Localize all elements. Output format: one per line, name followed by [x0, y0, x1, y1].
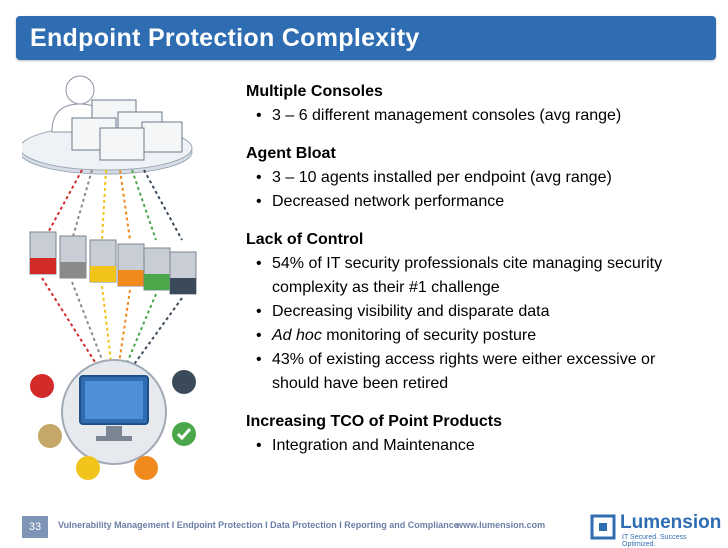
- section: Lack of Control • 54% of IT security prof…: [246, 228, 706, 396]
- bullet-text: 54% of IT security professionals cite ma…: [272, 255, 663, 296]
- bullet-item: • 3 – 10 agents installed per endpoint (a…: [246, 166, 706, 190]
- section-title: Agent Bloat: [246, 145, 336, 162]
- bug-icon: [30, 374, 54, 398]
- section-title: Lack of Control: [246, 231, 364, 248]
- brand-name: Lumension: [620, 512, 722, 533]
- folder-icon: [76, 456, 100, 480]
- bullet-item: • Decreased network performance: [246, 190, 706, 214]
- footer: 33 Vulnerability Management I Endpoint P…: [0, 508, 728, 548]
- connection-lines-top: [43, 169, 183, 241]
- bullet-item: • Decreasing visibility and disparate dat…: [246, 300, 706, 324]
- section-title: Increasing TCO of Point Products: [246, 413, 503, 430]
- connection-lines-bottom: [41, 277, 183, 371]
- page-number: 33: [22, 516, 48, 538]
- logo-mark-icon: [590, 514, 616, 540]
- bullet-text: Integration and Maintenance: [272, 437, 475, 454]
- user-icon: [65, 75, 95, 105]
- bullet-list: • Integration and Maintenance: [246, 434, 706, 458]
- bullet-dot: •: [256, 351, 262, 368]
- bullet-dot: •: [256, 107, 262, 124]
- section: Agent Bloat • 3 – 10 agents installed per…: [246, 142, 706, 214]
- footer-url[interactable]: www.lumension.com: [456, 520, 546, 530]
- bullet-dot: •: [256, 437, 262, 454]
- agent-servers: [29, 231, 197, 295]
- bullet-item: • Integration and Maintenance: [246, 434, 706, 458]
- bullet-dot: •: [256, 327, 262, 344]
- magnifier-icon: [38, 424, 62, 448]
- wrench-icon: [172, 370, 196, 394]
- bullet-text: monitoring of security posture: [321, 327, 537, 344]
- bullet-item: • 3 – 6 different management consoles (av…: [246, 104, 706, 128]
- bullet-dot: •: [256, 193, 262, 210]
- endpoint-illustration: [22, 75, 197, 480]
- bullet-list: • 3 – 10 agents installed per endpoint (a…: [246, 166, 706, 214]
- bullet-italic-text: Ad hoc: [272, 327, 322, 344]
- flame-icon: [134, 456, 158, 480]
- brand-slogan: IT Secured. Success Optimized.: [622, 534, 687, 548]
- bullet-text: 3 – 6 different management consoles (avg…: [272, 107, 622, 124]
- bullet-item: • 54% of IT security professionals cite m…: [246, 252, 706, 300]
- bullet-text: 43% of existing access rights were eithe…: [272, 351, 656, 392]
- footer-tagline: Vulnerability Management I Endpoint Prot…: [58, 520, 459, 530]
- bullet-list: • 3 – 6 different management consoles (av…: [246, 104, 706, 128]
- title-bar: Endpoint Protection Complexity: [16, 16, 716, 60]
- bullet-dot: •: [256, 169, 262, 186]
- bullet-dot: •: [256, 255, 262, 272]
- console-monitors: [71, 99, 183, 161]
- section-title: Multiple Consoles: [246, 83, 383, 100]
- section: Increasing TCO of Point Products • Integr…: [246, 410, 706, 458]
- bullet-item: • Ad hoc monitoring of security posture: [246, 324, 706, 348]
- lumension-logo: Lumension IT Secured. Success Optimized.: [590, 512, 722, 548]
- bullet-dot: •: [256, 303, 262, 320]
- content-area: Multiple Consoles • 3 – 6 different manag…: [246, 80, 706, 472]
- bullet-text: 3 – 10 agents installed per endpoint (av…: [272, 169, 612, 186]
- bullet-text: Decreasing visibility and disparate data: [272, 303, 550, 320]
- bullet-list: • 54% of IT security professionals cite m…: [246, 252, 706, 396]
- slide-title: Endpoint Protection Complexity: [30, 24, 420, 52]
- bullet-text: Decreased network performance: [272, 193, 505, 210]
- bullet-item: • 43% of existing access rights were eith…: [246, 348, 706, 396]
- section: Multiple Consoles • 3 – 6 different manag…: [246, 80, 706, 128]
